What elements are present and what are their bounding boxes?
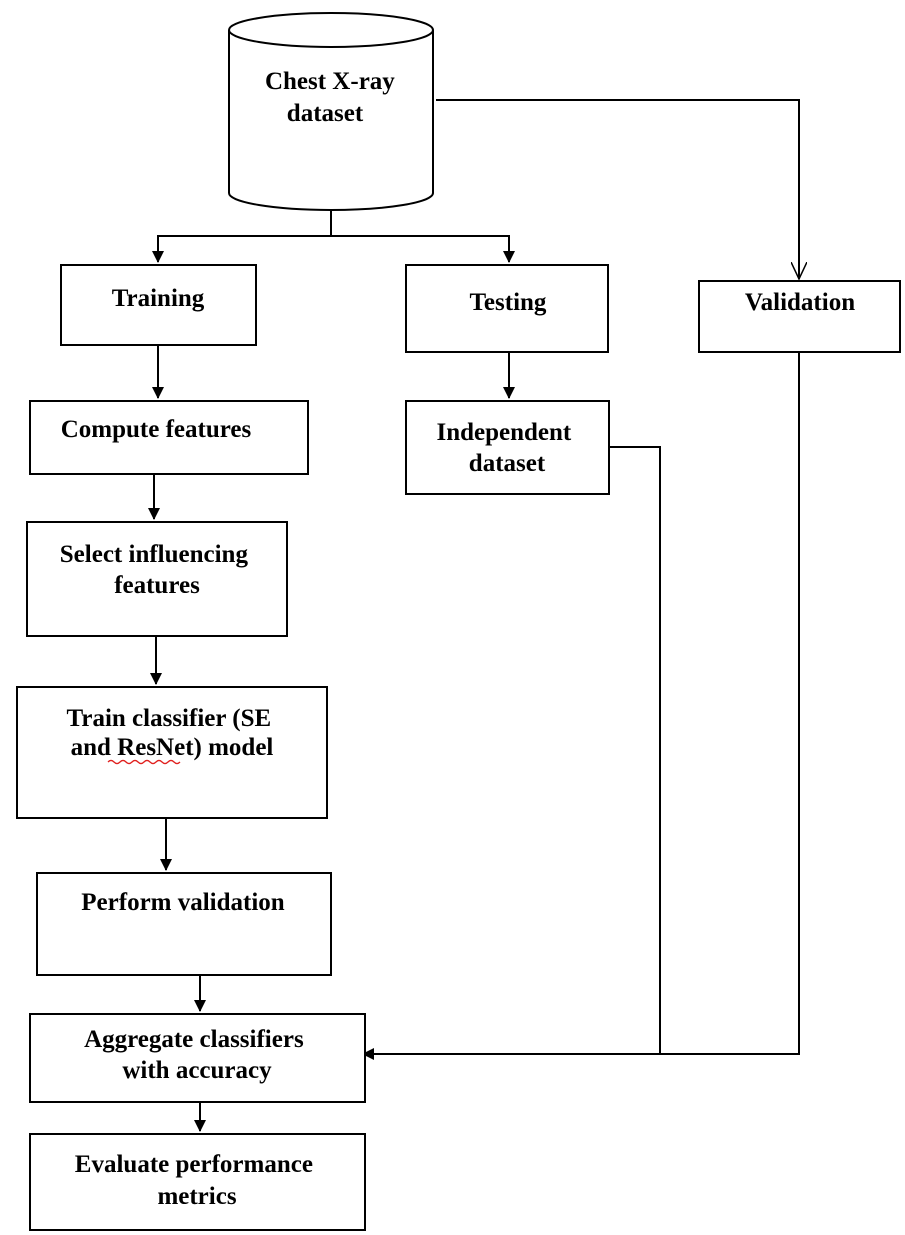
edge-validation-to-aggregate <box>362 352 800 1060</box>
node-train-classifier-box <box>16 686 328 819</box>
edge-dataset-to-testing <box>331 235 515 263</box>
node-dataset: Chest X-ray dataset <box>228 12 434 211</box>
node-independent-dataset-label-line-1: Independent <box>436 419 571 446</box>
node-train-classifier-label-line-2: and ResNet) model <box>71 734 274 761</box>
node-validation-label-line-1: Validation <box>745 289 855 316</box>
node-training-box <box>60 264 257 346</box>
edges <box>148 99 800 1132</box>
node-select-features: Select influencing features <box>26 521 288 637</box>
edge-dataset-to-validation <box>436 99 799 279</box>
node-dataset-shape <box>228 30 434 211</box>
node-perform-validation-label-line-1: Perform validation <box>81 889 285 916</box>
node-train-classifier-label-line-1: Train classifier (SE <box>67 705 272 732</box>
node-aggregate-label-line-2: with accuracy <box>122 1057 272 1084</box>
node-select-features-box <box>26 521 288 637</box>
node-evaluate-label-line-2: metrics <box>157 1183 236 1210</box>
node-evaluate-label-line-1: Evaluate performance <box>75 1151 313 1178</box>
node-perform-validation: Perform validation <box>36 872 332 976</box>
node-dataset-label-line-1: Chest X-ray <box>265 68 395 95</box>
node-evaluate-box <box>29 1133 366 1231</box>
node-evaluate-label: Evaluate performance metrics <box>75 1151 319 1210</box>
node-aggregate-label-line-1: Aggregate classifiers <box>84 1026 304 1053</box>
node-dataset-label-line-2: dataset <box>287 100 364 127</box>
node-training-label: Training <box>112 285 205 312</box>
node-dataset-top <box>228 12 434 48</box>
node-independent-dataset: Independent dataset <box>405 400 610 495</box>
node-training-label-line-1: Training <box>112 285 205 312</box>
node-testing-box <box>405 264 609 353</box>
node-compute-features: Compute features <box>29 400 309 475</box>
node-testing: Testing <box>405 264 609 353</box>
node-validation: Validation <box>698 280 901 353</box>
node-evaluate: Evaluate performance metrics <box>29 1133 366 1231</box>
node-validation-box <box>698 280 901 353</box>
node-aggregate-label: Aggregate classifiers with accuracy <box>84 1026 310 1084</box>
node-compute-features-box <box>29 400 309 475</box>
node-compute-features-label-line-1: Compute features <box>61 416 252 443</box>
node-select-features-label: Select influencing features <box>60 541 254 599</box>
node-perform-validation-box <box>36 872 332 976</box>
node-testing-label: Testing <box>470 289 547 316</box>
node-dataset-label: Chest X-ray dataset <box>265 68 401 127</box>
node-validation-label: Validation <box>745 289 855 316</box>
node-independent-dataset-label-line-2: dataset <box>469 450 546 477</box>
node-train-classifier: Train classifier (SE and ResNet) model <box>16 686 328 819</box>
node-select-features-label-line-1: Select influencing <box>60 541 249 568</box>
node-train-classifier-label: Train classifier (SE and ResNet) model <box>67 705 278 761</box>
node-independent-dataset-label: Independent dataset <box>436 419 577 477</box>
node-training: Training <box>60 264 257 346</box>
spellcheck-underline <box>107 759 181 765</box>
node-aggregate: Aggregate classifiers with accuracy <box>29 1013 366 1103</box>
node-testing-label-line-1: Testing <box>470 289 547 316</box>
node-select-features-label-line-2: features <box>114 572 200 599</box>
node-aggregate-box <box>29 1013 366 1103</box>
edge-dataset-to-training <box>152 209 332 263</box>
edge-independent-dataset-to-aggregate <box>609 446 661 1054</box>
node-independent-dataset-box <box>405 400 610 495</box>
node-compute-features-label: Compute features <box>61 416 252 443</box>
node-perform-validation-label: Perform validation <box>81 889 285 916</box>
